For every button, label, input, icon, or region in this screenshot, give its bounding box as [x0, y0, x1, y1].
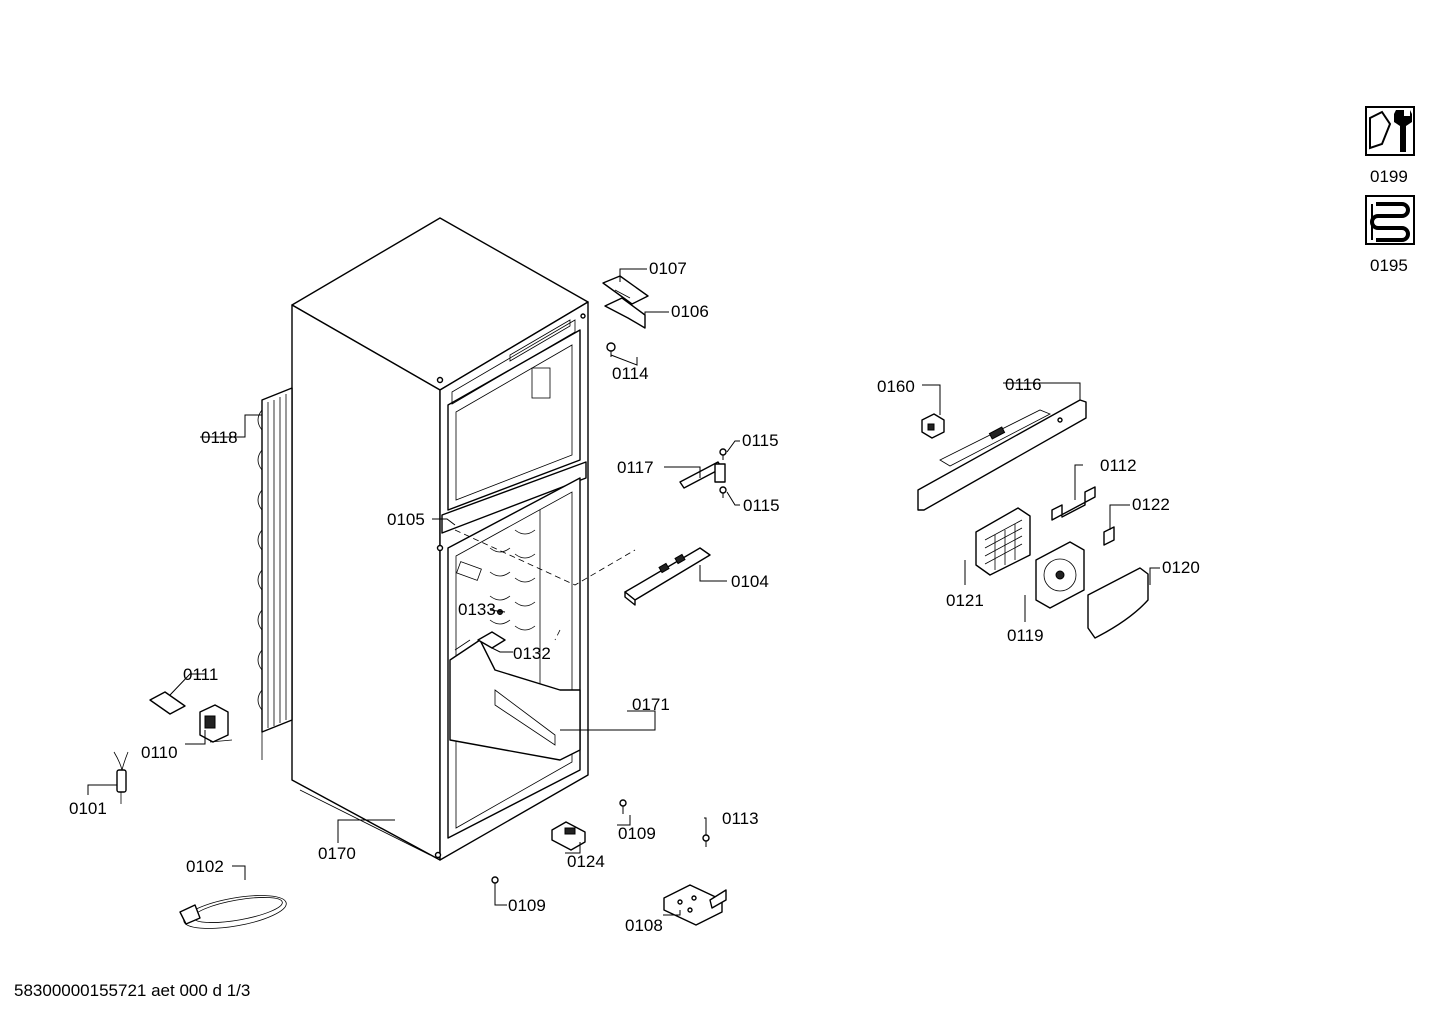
part-0114	[606, 342, 616, 357]
part-0120	[1087, 567, 1149, 639]
label-0122: 0122	[1132, 495, 1170, 514]
part-0108	[663, 884, 727, 926]
part-0106	[604, 297, 646, 329]
label-0170: 0170	[318, 844, 356, 863]
wrench-nut-icon	[1365, 106, 1415, 156]
label-0104: 0104	[731, 572, 769, 591]
legend-label-service: 0199	[1370, 167, 1408, 186]
document-code: 58300000155721 aet 000 d 1/3	[14, 981, 251, 1000]
label-0111: 0111	[183, 665, 219, 684]
part-0111	[149, 691, 186, 715]
label-0160: 0160	[877, 377, 915, 396]
part-0132	[477, 631, 506, 649]
label-0115: 0115	[742, 431, 779, 450]
label-0171: 0171	[632, 695, 670, 714]
label-0105: 0105	[387, 510, 425, 529]
label-0132: 0132	[513, 644, 551, 663]
fridge-cabinet	[291, 217, 636, 861]
part-0110	[199, 704, 233, 743]
label-0110: 0110	[141, 743, 178, 762]
label-0107: 0107	[649, 259, 687, 278]
label-0109: 0109	[618, 824, 656, 843]
part-0122	[1103, 526, 1115, 546]
part-0116	[917, 399, 1087, 511]
label-0118: 0118	[201, 428, 238, 447]
part-0109	[491, 799, 627, 892]
part-0160	[921, 413, 945, 439]
part-0124	[551, 821, 586, 851]
part-0101	[113, 751, 129, 804]
part-0107	[602, 275, 649, 305]
label-0114: 0114	[612, 364, 649, 383]
label-0113: 0113	[722, 809, 759, 828]
label-0112: 0112	[1100, 456, 1137, 475]
label-0106: 0106	[671, 302, 709, 321]
part-0117	[679, 461, 726, 489]
part-0104	[624, 547, 711, 606]
label-0119: 0119	[1007, 626, 1044, 645]
part-0115	[719, 448, 727, 498]
label-0120: 0120	[1162, 558, 1200, 577]
label-0108: 0108	[625, 916, 663, 935]
part-0102	[179, 895, 287, 929]
label-0101: 0101	[69, 799, 107, 818]
label-0102: 0102	[186, 857, 224, 876]
label-0124: 0124	[567, 852, 605, 871]
part-0112	[1051, 486, 1096, 521]
label-0116: 0116	[1005, 375, 1042, 394]
label-0109: 0109	[508, 896, 546, 915]
label-0121: 0121	[946, 591, 984, 610]
label-0133: 0133	[458, 600, 496, 619]
part-0119	[1035, 541, 1085, 609]
label-0115: 0115	[743, 496, 780, 515]
legend-label-coil: 0195	[1370, 256, 1408, 275]
condenser-part	[257, 387, 293, 760]
part-0121	[975, 507, 1031, 576]
part-0113	[702, 834, 710, 847]
coil-icon	[1365, 195, 1415, 245]
label-0117: 0117	[617, 458, 654, 477]
leader-lines	[87, 268, 1160, 916]
